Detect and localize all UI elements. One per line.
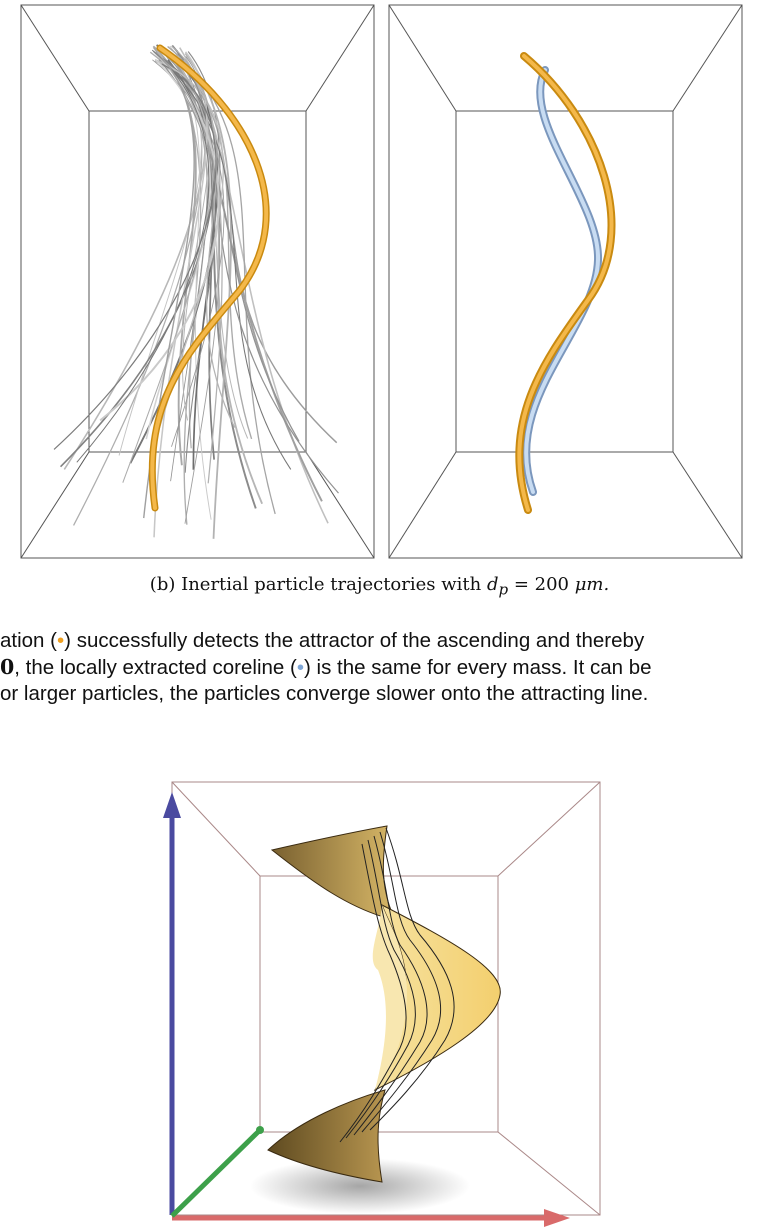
- coordinate-axes: [163, 792, 570, 1227]
- body-line-2-end: ) is the same for every mass. It can be: [304, 656, 652, 679]
- particle-trajectories: [53, 44, 339, 539]
- body-line-1-end: ) successfully detects the attractor of …: [64, 629, 645, 652]
- trajectory-line: [152, 59, 225, 447]
- y-axis-tip-icon: [256, 1126, 264, 1134]
- helical-surface: [267, 825, 501, 1183]
- body-line-1: ation (•) successfully detects the attra…: [0, 628, 759, 654]
- trajectory-line: [152, 45, 197, 466]
- orange-dot-icon: •: [56, 629, 65, 652]
- caption-subscript: p: [498, 580, 509, 599]
- caption-symbol: d: [486, 574, 499, 595]
- y-axis: [170, 1130, 260, 1218]
- coreline-comparison-panel: [388, 4, 743, 559]
- body-paragraph: ation (•) successfully detects the attra…: [0, 628, 759, 707]
- trajectory-line: [53, 63, 217, 450]
- x-axis-arrow-icon: [544, 1209, 570, 1227]
- caption-text: (b) Inertial particle trajectories with: [149, 574, 487, 595]
- caption-value: = 200: [508, 574, 575, 595]
- z-axis-arrow-icon: [163, 792, 181, 818]
- blue-dot-icon: •: [296, 656, 305, 679]
- body-line-2: 0, the locally extracted coreline (•) is…: [0, 654, 759, 681]
- body-line-2-bold: 0: [0, 655, 15, 679]
- body-line-1-start: ation (: [0, 629, 57, 652]
- figure-top: [20, 4, 743, 559]
- caption-unit-mu: μ: [574, 574, 587, 595]
- figure-bottom: [163, 781, 601, 1227]
- trajectory-line: [171, 55, 223, 484]
- trajectory-bundle-panel: [20, 4, 375, 559]
- body-line-3: or larger particles, the particles conve…: [0, 682, 649, 705]
- figure-caption: (b) Inertial particle trajectories with …: [0, 574, 759, 599]
- body-line-2-mid: , the locally extracted coreline (: [14, 656, 297, 679]
- surface-shadow: [250, 1158, 470, 1214]
- trajectory-line: [76, 49, 210, 463]
- trajectory-line: [183, 59, 236, 428]
- trajectory-line: [184, 52, 232, 539]
- trajectory-line: [153, 47, 221, 524]
- trajectory-line: [72, 55, 203, 526]
- caption-unit-m: m.: [586, 574, 610, 595]
